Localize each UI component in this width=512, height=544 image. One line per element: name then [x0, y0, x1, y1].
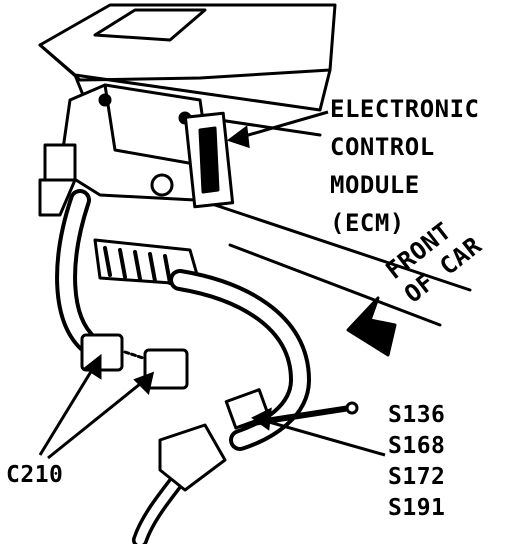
ecm-bracket-face [103, 83, 202, 167]
c210-label: C210 [6, 462, 64, 488]
c210-connector-left [80, 333, 124, 372]
front-of-car-arrow [346, 296, 397, 357]
ecm-leader [237, 110, 329, 140]
ecm-label-line-4: (ECM) [330, 209, 405, 237]
side-bracket [38, 178, 77, 217]
c210-connector-right [143, 348, 189, 390]
splice-label-s191: S191 [388, 495, 446, 521]
bracket-bolt [150, 173, 174, 197]
dash-rear-line [198, 198, 472, 292]
dashboard-lip [38, 43, 332, 112]
ecm-label-line-1: ELECTRONIC [330, 95, 480, 123]
glovebox-opening [93, 8, 207, 42]
mount-screw-left [98, 93, 112, 107]
ecm-module-detail [198, 126, 220, 194]
splice-labels: S136 S168 S172 S191 [388, 398, 445, 522]
ecm-label: ELECTRONIC CONTROL MODULE (ECM) [330, 92, 480, 244]
side-connector [43, 143, 77, 182]
splice-label-s168: S168 [388, 433, 446, 459]
splice-label-s172: S172 [388, 464, 446, 490]
splice-leader [261, 418, 386, 457]
dash-rear-line-2 [228, 243, 442, 327]
splice-label-s136: S136 [388, 402, 446, 428]
ecm-label-line-2: CONTROL [330, 133, 435, 161]
dashboard-panel [38, 3, 337, 82]
ecm-label-line-3: MODULE [330, 171, 420, 199]
c210-leader-1 [38, 364, 97, 456]
lower-connector [158, 423, 227, 492]
c210-leader-2 [47, 378, 146, 460]
